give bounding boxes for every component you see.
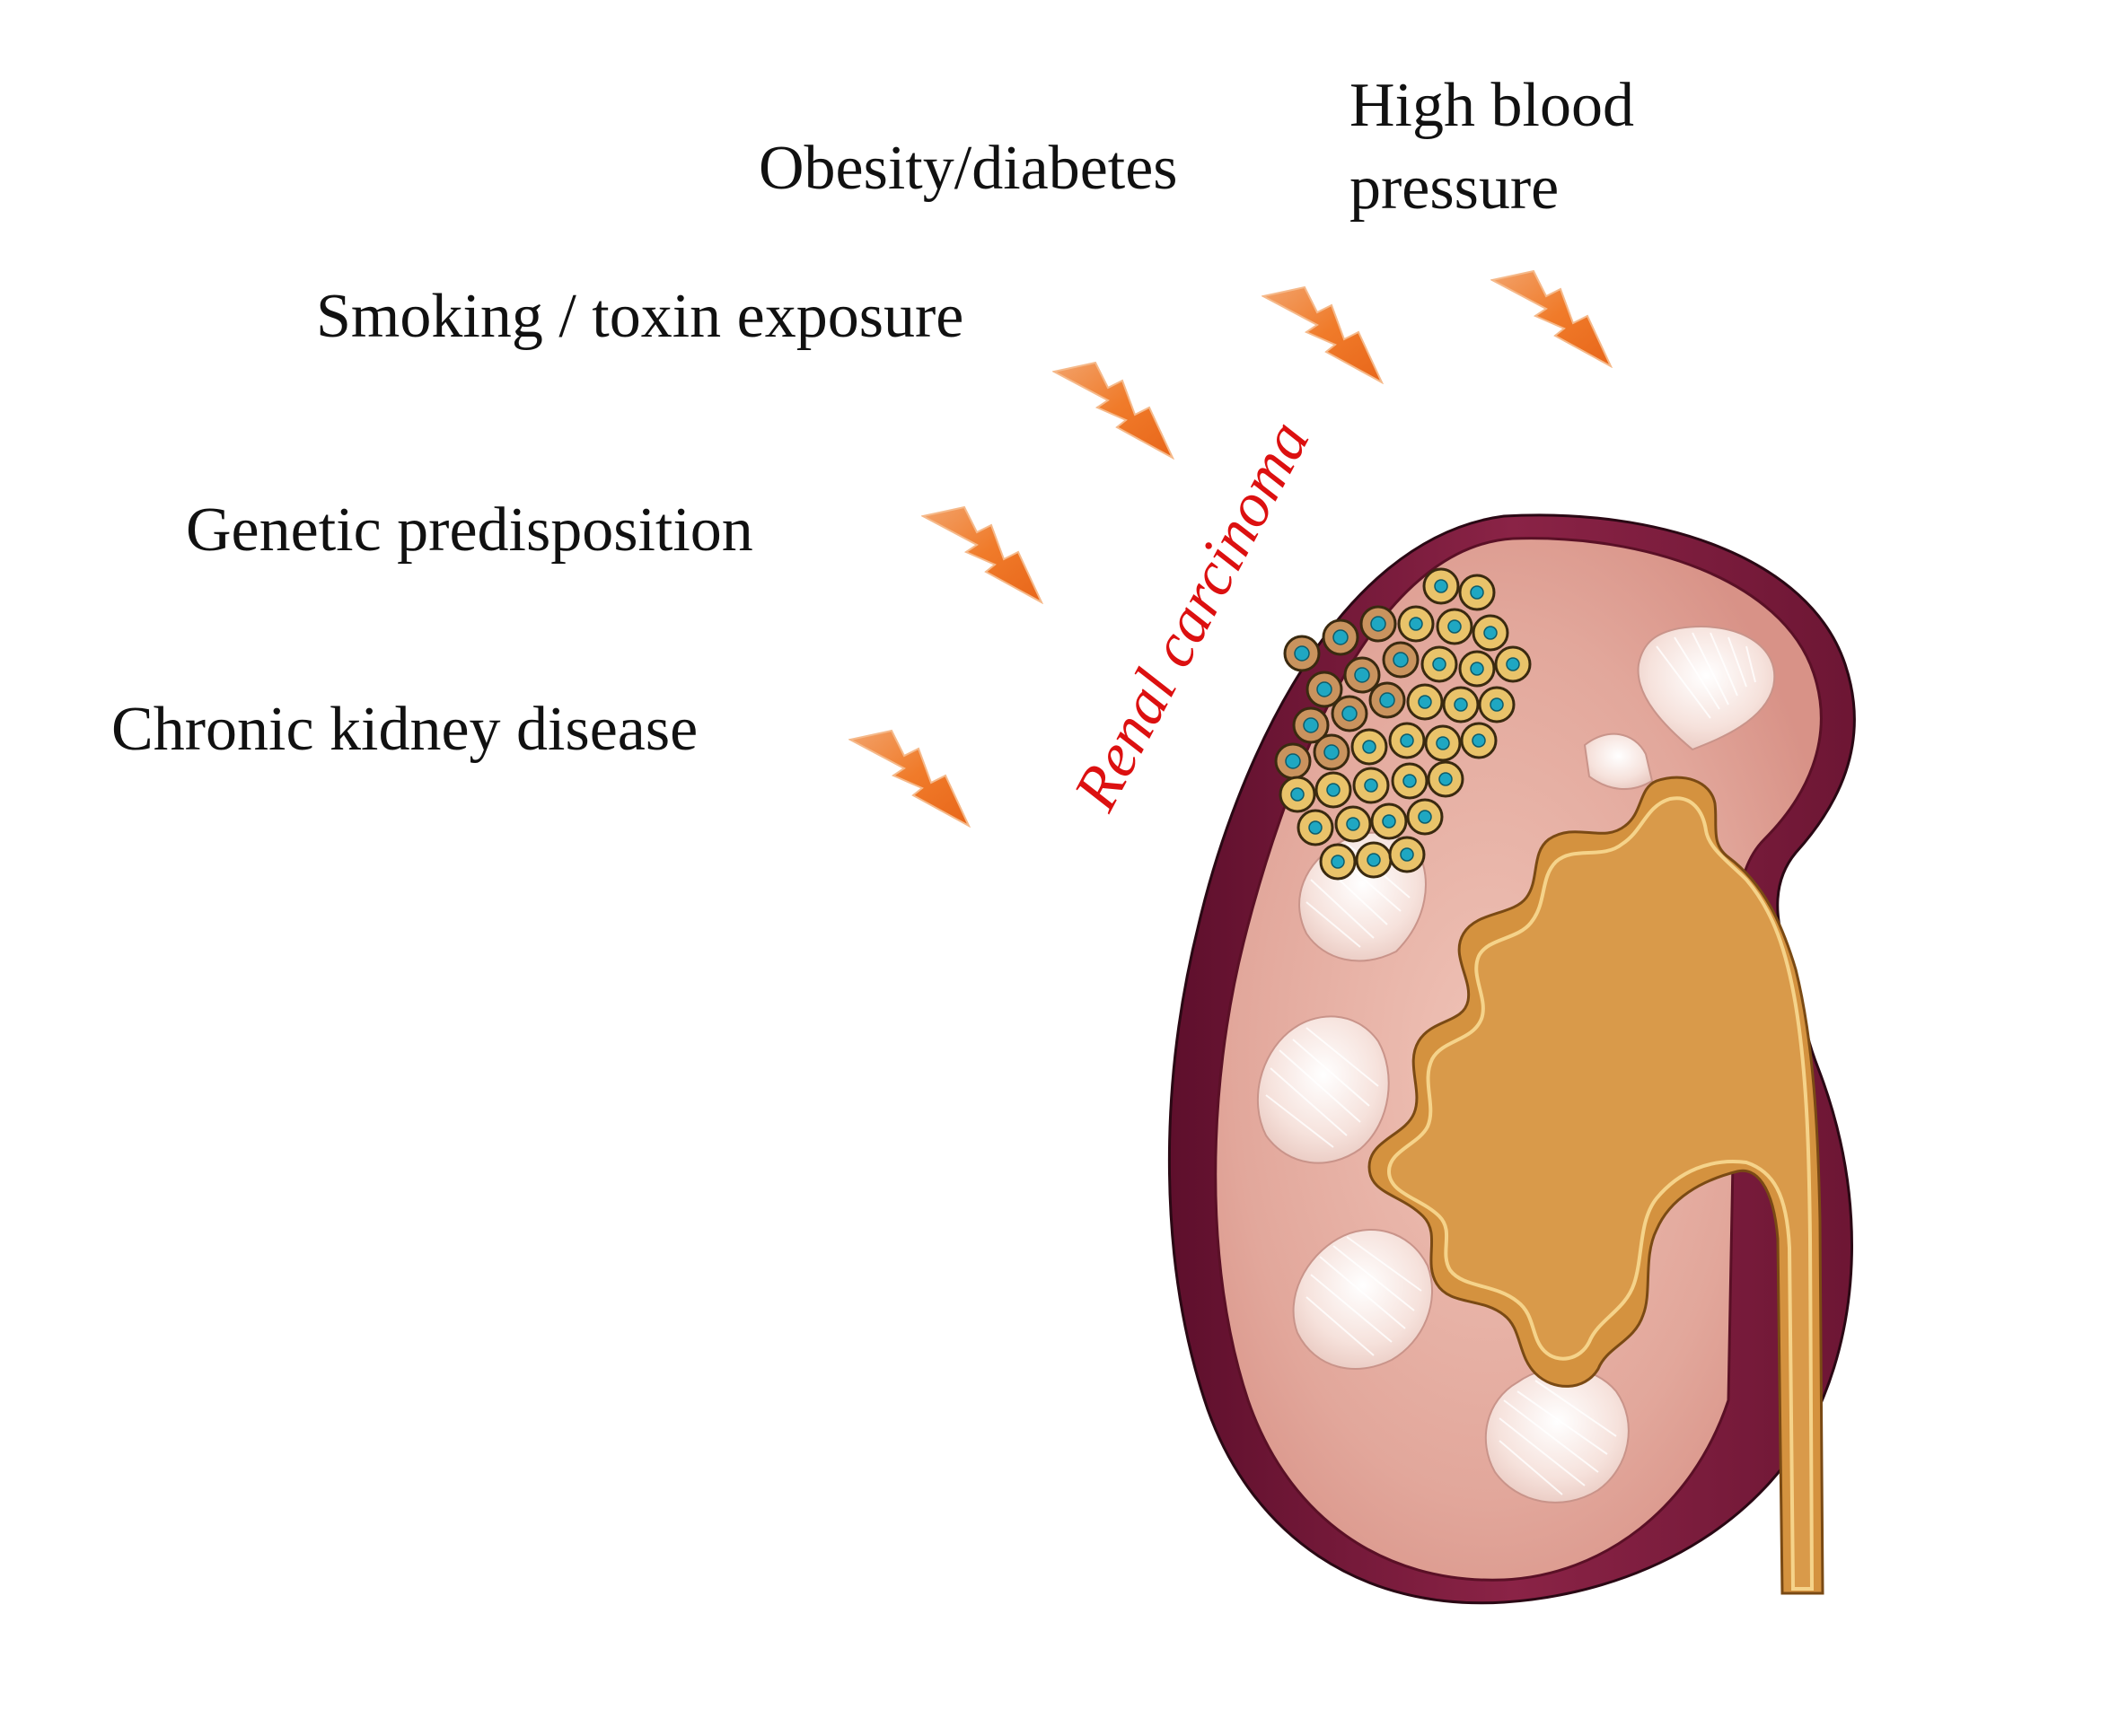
lightning-bolt-icon (848, 729, 971, 828)
risk-label-high-blood-pressure-line2: pressure (1349, 153, 1560, 223)
lightning-bolt-icon (1490, 269, 1613, 368)
risk-label-obesity-diabetes: Obesity/diabetes (759, 134, 1178, 203)
lightning-bolt-icon (1052, 361, 1175, 460)
risk-label-high-blood-pressure: High blood (1349, 71, 1634, 140)
risk-label-genetic: Genetic predisposition (186, 495, 753, 565)
lightning-bolt-icon (1261, 285, 1385, 384)
risk-label-ckd: Chronic kidney disease (111, 695, 699, 764)
risk-label-smoking: Smoking / toxin exposure (316, 282, 964, 351)
kidney-cross-section-icon (1167, 513, 1856, 1605)
lightning-bolt-icon (921, 505, 1044, 604)
